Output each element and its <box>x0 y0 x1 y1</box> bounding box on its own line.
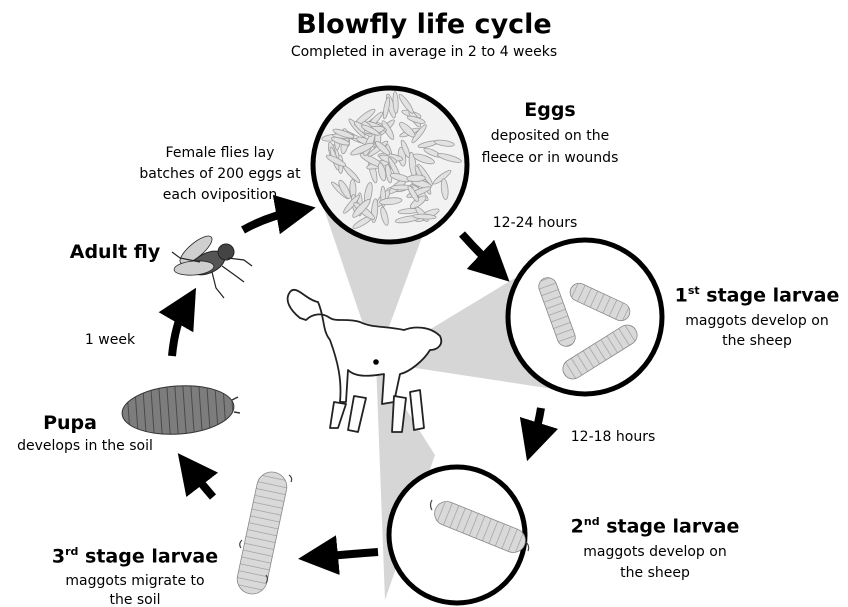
second-stage-description-line1: maggots develop on <box>570 544 740 562</box>
third-stage-title: 3rd stage larvae <box>50 545 220 569</box>
adult-fly-description-line1: Female flies lay <box>125 145 315 163</box>
eggs-description-line2: fleece or in wounds <box>460 150 640 168</box>
third-stage-description-line2: the soil <box>50 592 220 607</box>
duration-eggs-to-first: 12-24 hours <box>470 215 600 233</box>
eggs-title: Eggs <box>490 99 610 123</box>
adult-fly-title: Adult fly <box>60 241 170 265</box>
second-stage-title: 2nd stage larvae <box>570 515 740 539</box>
duration-pupa-to-adult: 1 week <box>70 332 150 350</box>
eggs-description-line1: deposited on the <box>460 128 640 146</box>
duration-first-to-second: 12-18 hours <box>548 429 678 447</box>
pupa-title: Pupa <box>20 412 120 436</box>
first-stage-larvae-illustration <box>508 240 662 394</box>
diagram-subtitle: Completed in average in 2 to 4 weeks <box>254 44 594 62</box>
adult-fly-illustration <box>172 232 252 298</box>
third-stage-description-line1: maggots migrate to <box>50 573 220 591</box>
second-stage-larva-illustration <box>389 467 529 603</box>
adult-fly-description-line3: each oviposition <box>125 187 315 205</box>
pupa-description: develops in the soil <box>5 438 165 456</box>
sheep-point <box>373 359 379 365</box>
eggs-illustration <box>313 88 467 242</box>
first-stage-title: 1st stage larvae <box>672 284 842 308</box>
egg-shape <box>407 175 426 182</box>
first-stage-description-line1: maggots develop on <box>672 313 842 331</box>
third-stage-larva-illustration <box>234 469 291 597</box>
adult-fly-description-line2: batches of 200 eggs at <box>125 166 315 184</box>
diagram-title: Blowfly life cycle <box>274 8 574 42</box>
second-stage-description-line2: the sheep <box>570 565 740 583</box>
first-stage-description-line2: the sheep <box>672 333 842 351</box>
pupa-illustration <box>120 382 240 438</box>
